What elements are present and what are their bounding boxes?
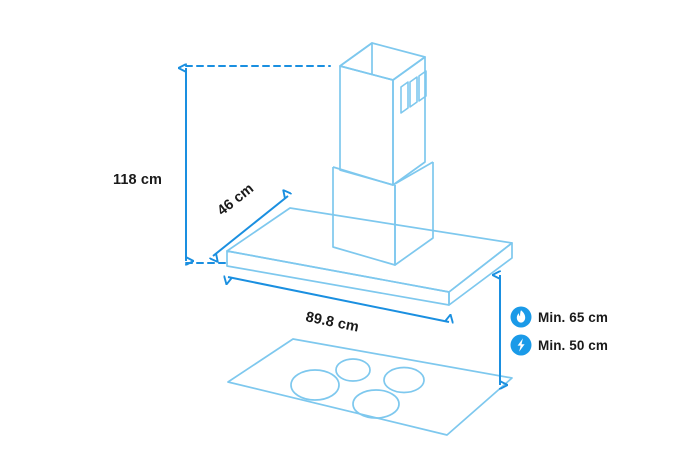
chimney-lower-top-edge (332, 161, 434, 186)
height-dimension: 118 cm (113, 66, 331, 263)
chimney-lower-side-face (394, 162, 434, 266)
flame-icon (516, 310, 526, 323)
depth-dimension-label: 46 cm (215, 181, 258, 219)
vent-slot-2 (409, 76, 418, 108)
depth-dimension: 46 cm (213, 181, 288, 256)
burner-large-left (290, 369, 340, 401)
chimney-upper-top-rim (339, 42, 426, 81)
chimney-open-top-back (339, 42, 373, 74)
width-dimension-arrow (228, 277, 449, 322)
burner-small-back (335, 358, 371, 382)
electric-clearance-label: Min. 50 cm (538, 338, 608, 353)
depth-dimension-arrow (213, 196, 288, 256)
hood-canopy (226, 207, 513, 306)
gas-clearance-label: Min. 65 cm (538, 310, 608, 325)
canopy-front-face (226, 250, 450, 306)
vent-slot-1 (400, 81, 409, 114)
chimney-upper (339, 42, 426, 186)
width-dimension-label: 89.8 cm (304, 309, 360, 335)
canopy-top-surface (226, 207, 513, 293)
chimney-upper-front-face (339, 65, 394, 186)
clearance-item-electric: Min. 50 cm (510, 334, 608, 356)
height-dimension-label: 118 cm (113, 172, 162, 188)
clearance-item-gas: Min. 65 cm (510, 306, 608, 328)
cooktop-burners (290, 358, 425, 419)
canopy-right-face (448, 242, 513, 306)
cooktop (227, 338, 513, 436)
cooktop-surface (227, 338, 513, 436)
burner-large-front (352, 389, 400, 419)
vent-slot-3 (418, 70, 427, 102)
burner-medium-right (383, 366, 425, 394)
lightning-bolt-icon (517, 338, 525, 352)
chimney-lower (332, 161, 434, 266)
chimney-vent-slots (400, 70, 427, 114)
